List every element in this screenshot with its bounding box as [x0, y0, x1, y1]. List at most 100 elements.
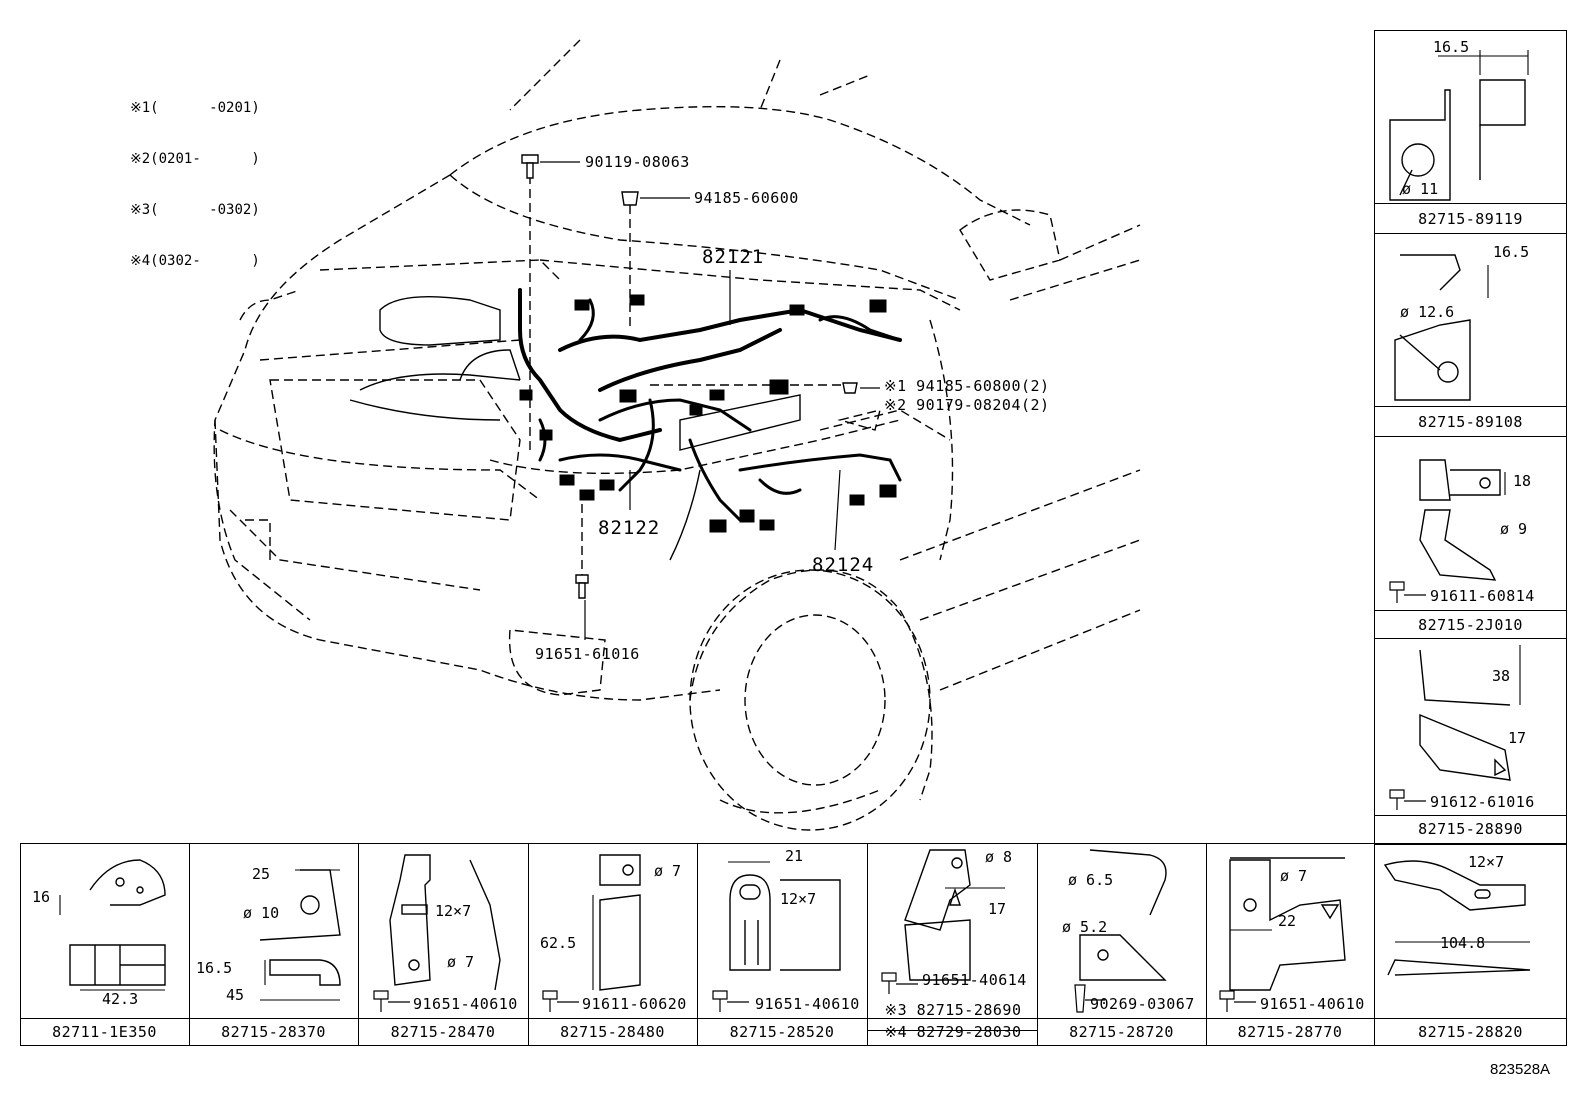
part-number-label[interactable]: 82715-28520 — [729, 1023, 835, 1041]
callout-nut-right-1[interactable]: ※1 94185-60800(2) — [884, 377, 1050, 395]
fastener-label[interactable]: 91651-40610 — [413, 995, 518, 1013]
divider — [697, 843, 698, 1046]
part-number-label[interactable]: 82715-89108 — [1418, 413, 1523, 431]
dim-label: ø 7 — [1280, 867, 1308, 885]
revision-legend: ※1( -0201) ※2(0201- ) ※3( -0302) ※4(0302… — [130, 66, 260, 287]
callout-bolt-top[interactable]: 90119-08063 — [585, 153, 690, 171]
dim-label: 45 — [226, 986, 245, 1004]
wire-harness — [518, 288, 902, 522]
dim-label: 16.5 — [1433, 38, 1470, 56]
part-number-label[interactable]: 82711-1E350 — [52, 1023, 157, 1041]
divider — [1374, 638, 1567, 639]
figure-id: 823528A — [1490, 1061, 1551, 1078]
harness-connectors — [519, 294, 897, 533]
divider — [867, 843, 868, 1046]
callout-bolt-bottom[interactable]: 91651-61016 — [535, 645, 640, 663]
dim-label: ø 8 — [985, 848, 1013, 866]
callout-harness-82122[interactable]: 82122 — [598, 517, 661, 539]
divider — [867, 1030, 1037, 1031]
part-number-label[interactable]: 82715-28820 — [1418, 1023, 1523, 1041]
divider — [1206, 843, 1207, 1046]
dim-label: ø 7 — [654, 862, 682, 880]
bolt-bottom-icon — [575, 574, 589, 584]
side-mirror — [959, 209, 1061, 281]
divider — [20, 1018, 1567, 1019]
dim-label: ø 6.5 — [1068, 871, 1114, 889]
panel-fastener-icons — [373, 581, 1426, 1013]
divider — [1374, 843, 1375, 1046]
dim-label: 16.5 — [196, 959, 233, 977]
part-number-label[interactable]: 82715-28470 — [390, 1023, 496, 1041]
dim-label: 21 — [785, 847, 804, 865]
bottom-row-frame — [20, 843, 1567, 1046]
windshield-pillar-right — [759, 59, 781, 111]
part-number-label[interactable]: 82715-89119 — [1418, 210, 1523, 228]
dim-label: 12×7 — [780, 890, 817, 908]
dim-label: 42.3 — [102, 990, 139, 1008]
legend-row: ※3( -0302) — [130, 202, 260, 218]
dim-label: ø 11 — [1402, 180, 1439, 198]
fog-lamp-recess — [508, 629, 606, 696]
dim-label: 17 — [988, 900, 1007, 918]
intake-hose — [379, 296, 501, 346]
part-number-label[interactable]: ※3 82715-28690 — [884, 1001, 1022, 1019]
fastener-label[interactable]: 91651-40610 — [755, 995, 860, 1013]
grille-outline — [269, 379, 521, 521]
part-number-label[interactable]: 82715-28770 — [1237, 1023, 1343, 1041]
dim-label: 16 — [32, 888, 51, 906]
divider — [1374, 610, 1567, 611]
dim-label: ø 10 — [243, 904, 280, 922]
fastener-label[interactable]: 91611-60814 — [1430, 587, 1535, 605]
divider — [1374, 406, 1567, 407]
part-number-label[interactable]: 82715-28480 — [560, 1023, 665, 1041]
callout-nut-top[interactable]: 94185-60600 — [694, 189, 799, 207]
dim-label: ø 12.6 — [1400, 303, 1455, 321]
dim-label: 17 — [1508, 729, 1527, 747]
callout-harness-82121[interactable]: 82121 — [702, 246, 765, 268]
nut-top-icon — [621, 191, 639, 206]
dim-label: 104.8 — [1440, 934, 1486, 952]
fastener-label[interactable]: 91651-40610 — [1260, 995, 1365, 1013]
dim-label: ø 5.2 — [1062, 918, 1108, 936]
nut-right-icon — [842, 382, 858, 394]
part-number-label[interactable]: 82715-28720 — [1069, 1023, 1174, 1041]
fender-arch — [689, 569, 933, 801]
dimension-lines — [59, 50, 1530, 1001]
bumper-outline — [214, 419, 721, 701]
callout-nut-right-2[interactable]: ※2 90179-08204(2) — [884, 396, 1050, 414]
dim-label: 18 — [1513, 472, 1532, 490]
fastener-label[interactable]: 91612-61016 — [1430, 793, 1535, 811]
part-number-label[interactable]: 82715-28370 — [221, 1023, 326, 1041]
fastener-label[interactable]: 91651-40614 — [922, 971, 1027, 989]
callout-harness-82124[interactable]: 82124 — [812, 554, 875, 576]
part-number-label[interactable]: 82715-2J010 — [1418, 616, 1523, 634]
divider — [528, 843, 529, 1046]
fastener-label[interactable]: 91611-60620 — [582, 995, 687, 1013]
divider — [1374, 203, 1567, 204]
windshield-pillar-left — [509, 39, 581, 111]
hood-outline — [449, 105, 1031, 226]
dim-label: 22 — [1278, 912, 1297, 930]
divider — [1374, 233, 1567, 234]
dim-label: 38 — [1492, 667, 1511, 685]
dim-label: 25 — [252, 865, 271, 883]
front-left-outline — [213, 174, 451, 621]
right-column-sketches — [1389, 79, 1526, 781]
dim-label: 62.5 — [540, 934, 577, 952]
part-number-label[interactable]: ※4 82729-28030 — [884, 1023, 1022, 1041]
wheel-outline — [689, 569, 931, 831]
dim-label: 12×7 — [435, 902, 472, 920]
dim-label: ø 9 — [1500, 520, 1528, 538]
divider — [1374, 815, 1567, 816]
dim-label: ø 7 — [447, 953, 475, 971]
bottom-row-sketches — [69, 849, 1531, 991]
dim-label: 16.5 — [1493, 243, 1530, 261]
dim-label: 12×7 — [1468, 853, 1505, 871]
part-number-label[interactable]: 82715-28890 — [1418, 820, 1523, 838]
divider — [1037, 843, 1038, 1046]
legend-row: ※4(0302- ) — [130, 253, 260, 269]
divider — [1374, 436, 1567, 437]
fastener-label[interactable]: 90269-03067 — [1090, 995, 1195, 1013]
